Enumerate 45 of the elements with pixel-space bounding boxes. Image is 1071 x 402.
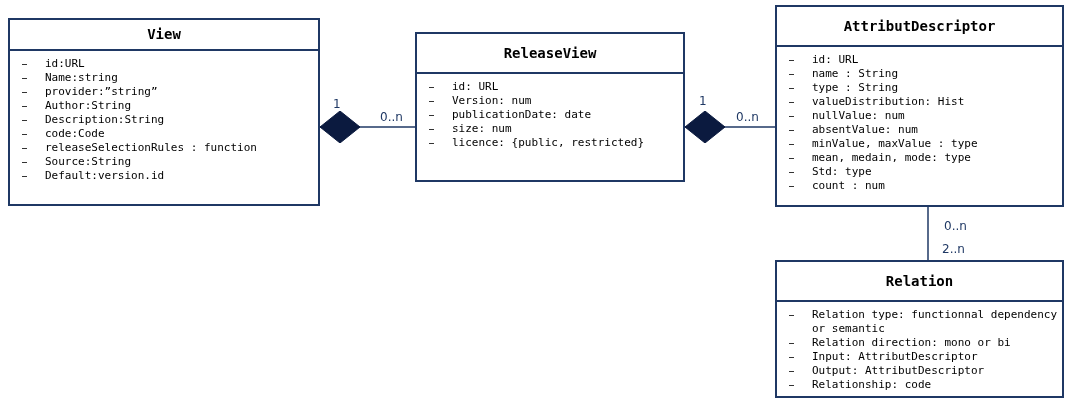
attribute-text: Author:String [45, 99, 132, 113]
multiplicity-label: 0..n [380, 111, 403, 123]
attribute-text: Description:String [45, 113, 165, 127]
class-name: View [147, 25, 181, 44]
multiplicity-label: 0..n [736, 111, 759, 123]
multiplicity-label: 0..n [944, 220, 967, 232]
attribute-text: id:URL [45, 57, 85, 71]
attribute-text: licence: {public, restricted} [452, 136, 645, 150]
attribute-text: code:Code [45, 127, 105, 141]
attribute-text: Output: AttributDescriptor [812, 364, 985, 378]
attribute-text: Relation type: functionnal dependency or semantic [812, 308, 1058, 336]
class-name: Relation [885, 271, 954, 291]
attribute-text: Std: type [812, 165, 872, 179]
attribute-text: Default:version.id [45, 169, 165, 183]
attribute-text: provider:”string” [45, 85, 158, 99]
class-box [8, 18, 320, 206]
attribute-text: size: num [452, 122, 512, 136]
attribute-text: absentValue: num [812, 123, 918, 137]
composition-connector [684, 110, 776, 144]
attribute-text: Input: AttributDescriptor [812, 350, 978, 364]
attribute-text: Relationship: code [812, 378, 932, 392]
attribute-text: id: URL [452, 80, 499, 94]
attribute-text: Version: num [452, 94, 532, 108]
attribute-text: publicationDate: date [452, 108, 592, 122]
class-name: AttributDescriptor [843, 16, 996, 36]
attribute-text: nullValue: num [812, 109, 905, 123]
attribute-text: id: URL [812, 53, 859, 67]
attribute-text: Source:String [45, 155, 132, 169]
attribute-text: name : String [812, 67, 899, 81]
attribute-text: minValue, maxValue : type [812, 137, 978, 151]
attribute-text: releaseSelectionRules : function [45, 141, 257, 155]
multiplicity-label: 1 [333, 98, 341, 110]
multiplicity-label: 1 [699, 95, 707, 107]
attribute-text: valueDistribution: Hist [812, 95, 965, 109]
class-box [775, 5, 1064, 207]
attribute-text: type : String [812, 81, 899, 95]
composition-connector [319, 110, 416, 144]
class-box [415, 32, 685, 182]
attribute-text: mean, medain, mode: type [812, 151, 971, 165]
attribute-text: Relation direction: mono or bi [812, 336, 1011, 350]
class-box [775, 260, 1064, 398]
attribute-text: Name:string [45, 71, 118, 85]
association-line [927, 206, 929, 261]
attribute-text: count : num [812, 179, 885, 193]
class-name: ReleaseView [503, 43, 597, 63]
